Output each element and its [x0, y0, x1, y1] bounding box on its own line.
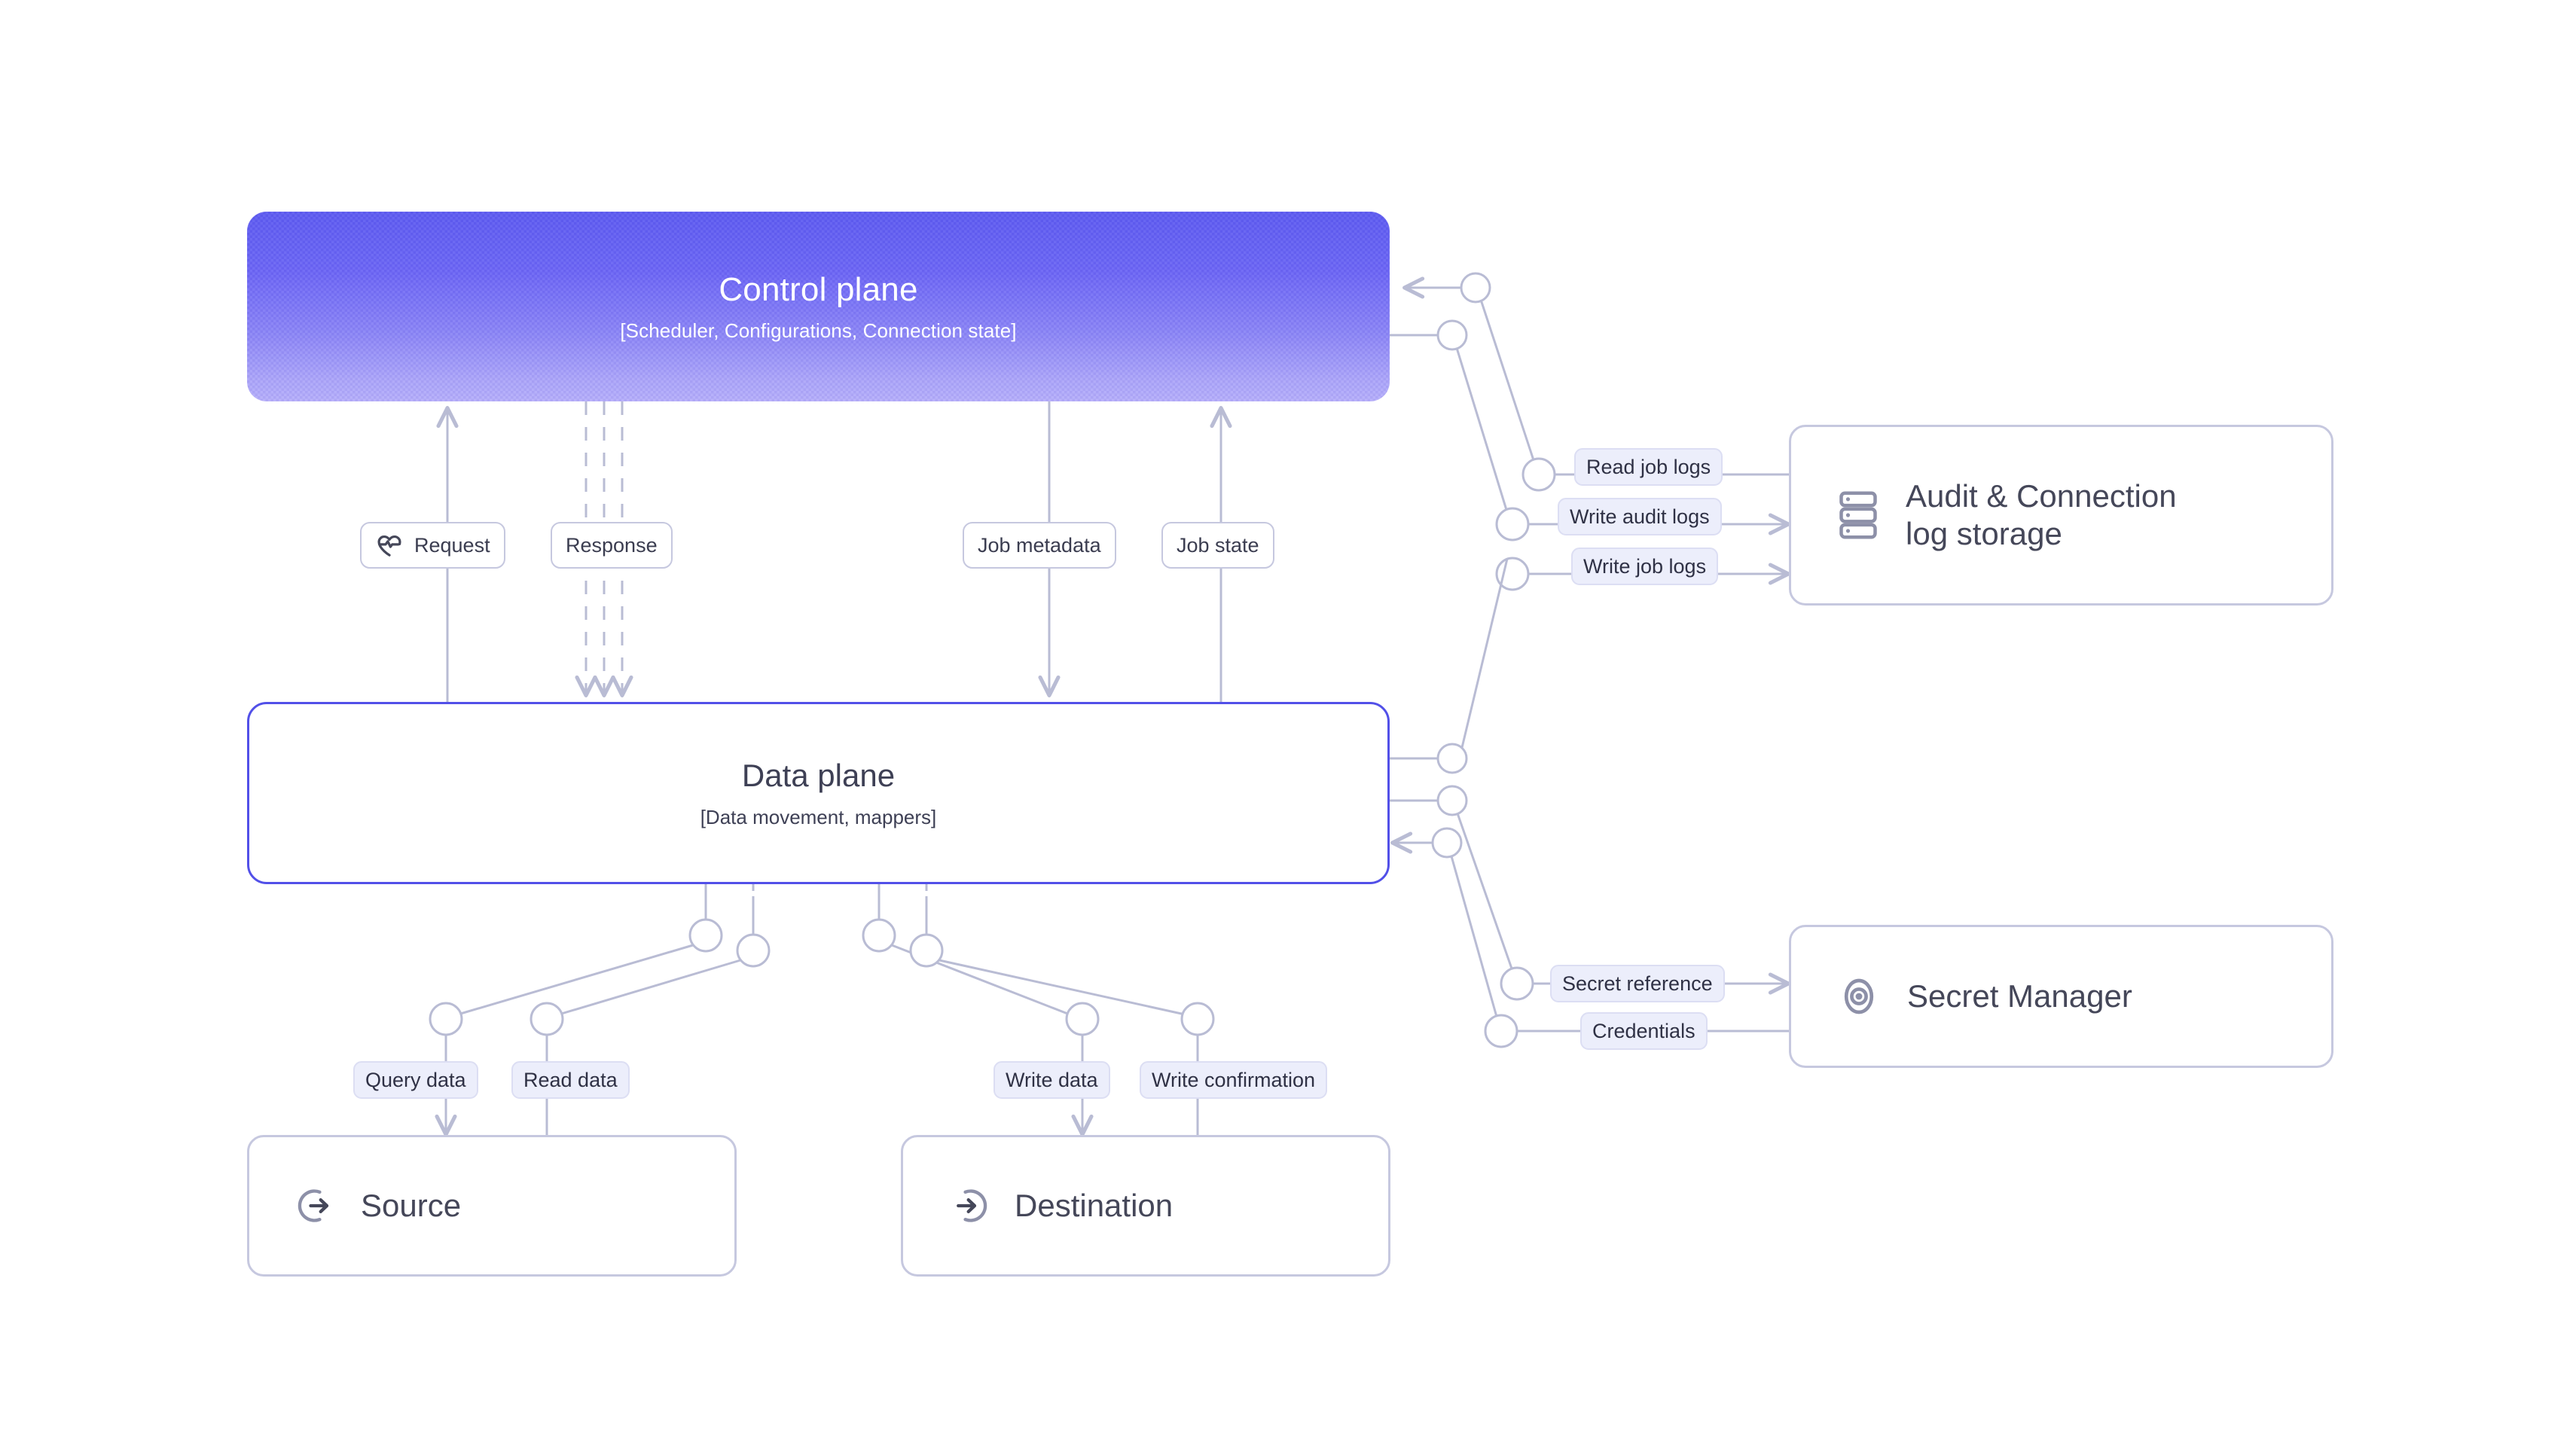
chip-query-data-label: Query data [365, 1068, 466, 1091]
chip-write-confirmation-label: Write confirmation [1152, 1068, 1316, 1091]
arrow-into-circle-icon [950, 1186, 989, 1225]
chip-read-data[interactable]: Read data [511, 1061, 630, 1099]
chip-read-job-logs[interactable]: Read job logs [1574, 448, 1723, 486]
server-storage-icon [1838, 490, 1879, 541]
chip-read-data-label: Read data [523, 1068, 618, 1091]
chip-job-metadata[interactable]: Job metadata [963, 522, 1116, 569]
chip-job-state[interactable]: Job state [1161, 522, 1274, 569]
chip-credentials[interactable]: Credentials [1580, 1012, 1708, 1050]
control-plane-subtitle: [Scheduler, Configurations, Connection s… [620, 319, 1017, 342]
chip-secret-reference-label: Secret reference [1562, 972, 1713, 995]
control-plane-node[interactable]: Control plane [Scheduler, Configurations… [247, 212, 1390, 401]
chip-job-metadata-label: Job metadata [978, 533, 1101, 557]
chip-write-audit-logs[interactable]: Write audit logs [1558, 498, 1722, 535]
chip-request-label: Request [414, 533, 490, 557]
chip-write-job-logs[interactable]: Write job logs [1571, 548, 1719, 585]
chip-response-label: Response [566, 533, 658, 557]
chip-request[interactable]: Request [360, 522, 505, 569]
audit-card-title-line1: Audit & Connection [1906, 478, 2177, 514]
chip-credentials-label: Credentials [1592, 1019, 1695, 1042]
chip-job-state-label: Job state [1177, 533, 1259, 557]
secret-manager-card[interactable]: Secret Manager [1789, 925, 2333, 1068]
audit-card-title: Audit & Connection log storage [1906, 477, 2177, 552]
chip-query-data[interactable]: Query data [353, 1061, 478, 1099]
chip-write-confirmation[interactable]: Write confirmation [1140, 1061, 1328, 1099]
chip-write-data[interactable]: Write data [993, 1061, 1110, 1099]
audit-log-storage-card[interactable]: Audit & Connection log storage [1789, 425, 2333, 606]
chip-write-job-logs-label: Write job logs [1583, 554, 1707, 578]
control-plane-title: Control plane [719, 270, 918, 308]
source-card-title: Source [361, 1188, 462, 1224]
chip-secret-reference[interactable]: Secret reference [1550, 965, 1725, 1002]
target-eye-icon [1838, 975, 1880, 1017]
chip-response[interactable]: Response [551, 522, 673, 569]
chip-write-audit-logs-label: Write audit logs [1570, 505, 1710, 528]
chip-read-job-logs-label: Read job logs [1586, 455, 1711, 478]
destination-card[interactable]: Destination [901, 1135, 1390, 1277]
chip-write-data-label: Write data [1006, 1068, 1098, 1091]
arrow-out-circle-icon [296, 1186, 335, 1225]
source-card[interactable]: Source [247, 1135, 737, 1277]
secret-card-title: Secret Manager [1907, 978, 2132, 1014]
heart-pulse-icon [375, 532, 404, 558]
audit-card-title-line2: log storage [1906, 516, 2062, 551]
destination-card-title: Destination [1015, 1188, 1174, 1224]
data-plane-subtitle: [Data movement, mappers] [700, 805, 937, 828]
data-plane-title: Data plane [741, 757, 896, 793]
data-plane-node[interactable]: Data plane [Data movement, mappers] [247, 702, 1390, 884]
